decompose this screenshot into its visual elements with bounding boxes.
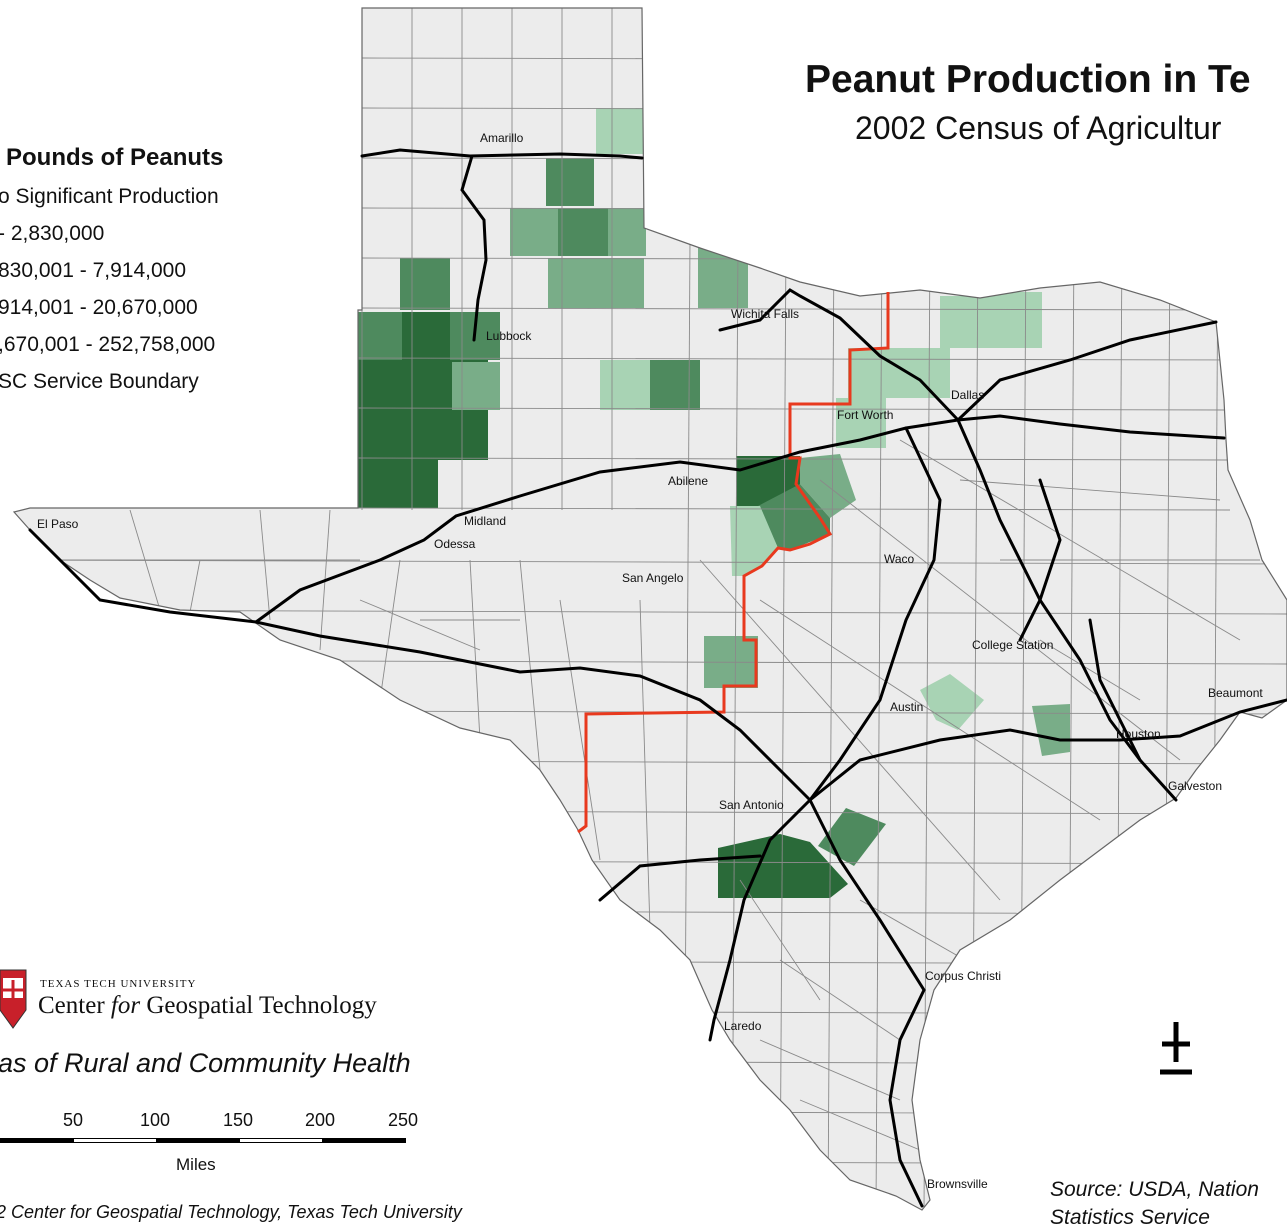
ttu-center-name: Center for Geospatial Technology	[38, 992, 377, 1019]
city-label-lubbock: Lubbock	[486, 329, 532, 343]
legend-item-boundary: SC Service Boundary	[0, 370, 199, 393]
city-label-galveston: Galveston	[1168, 779, 1223, 793]
legend-title: Pounds of Peanuts	[6, 144, 224, 171]
city-label-midland: Midland	[464, 514, 507, 528]
city-label-houston: Houston	[1116, 727, 1161, 741]
county-shaded	[992, 292, 1042, 348]
north-arrow-icon	[1160, 1022, 1192, 1075]
city-label-fort-worth: Fort Worth	[837, 408, 894, 422]
county-shaded	[358, 312, 402, 360]
county-shaded	[546, 158, 594, 206]
legend-item-4: ,670,001 - 252,758,000	[0, 333, 216, 356]
city-label-laredo: Laredo	[724, 1019, 762, 1033]
atlas-title: las of Rural and Community Health	[0, 1048, 411, 1078]
legend-item-2: 830,001 - 7,914,000	[0, 259, 186, 282]
county-shaded	[598, 258, 644, 308]
city-label-san-antonio: San Antonio	[719, 798, 784, 812]
county-shaded	[596, 108, 644, 154]
county-shaded	[920, 674, 984, 730]
county-shaded	[400, 258, 450, 310]
highways	[28, 148, 1287, 1208]
county-shaded	[608, 208, 646, 256]
city-label-el-paso: El Paso	[37, 517, 79, 531]
city-label-amarillo: Amarillo	[480, 131, 524, 145]
county-shaded	[510, 208, 558, 256]
county-shaded	[558, 208, 608, 256]
scale-tick-50: 50	[63, 1110, 84, 1130]
legend-item-1: - 2,830,000	[0, 222, 105, 245]
county-shaded	[698, 244, 748, 308]
map-subtitle: 2002 Census of Agricultur	[855, 110, 1222, 146]
county-shaded	[1032, 704, 1070, 756]
city-label-brownsville: Brownsville	[927, 1177, 988, 1191]
city-label-beaumont: Beaumont	[1208, 686, 1263, 700]
city-label-waco: Waco	[884, 552, 915, 566]
city-label-wichita-falls: Wichita Falls	[731, 307, 800, 321]
county-shaded	[358, 410, 488, 460]
ttu-university-name: TEXAS TECH UNIVERSITY	[40, 978, 197, 990]
county-shaded	[730, 506, 778, 576]
city-label-dallas: Dallas	[951, 388, 985, 402]
city-label-abilene: Abilene	[668, 474, 709, 488]
county-shaded	[758, 484, 830, 550]
city-label-austin: Austin	[890, 700, 924, 714]
scale-tick-100: 100	[140, 1110, 171, 1130]
scale-tick-250: 250	[388, 1110, 419, 1130]
city-label-san-angelo: San Angelo	[622, 571, 684, 585]
scale-unit: Miles	[176, 1155, 216, 1174]
city-label-odessa: Odessa	[434, 537, 476, 551]
scale-tick-200: 200	[305, 1110, 336, 1130]
county-shaded	[358, 458, 438, 508]
map-title: Peanut Production in Te	[805, 58, 1251, 101]
county-shaded	[402, 312, 450, 360]
county-shaded	[600, 360, 650, 410]
service-boundary-line	[577, 292, 890, 834]
city-label-corpus-christi: Corpus Christi	[925, 969, 1002, 983]
scale-tick-150: 150	[223, 1110, 254, 1130]
ttu-seal-logo	[0, 969, 27, 1029]
county-shaded	[548, 258, 598, 308]
legend-item-3: 914,001 - 20,670,000	[0, 296, 198, 319]
county-shaded	[452, 362, 500, 410]
county-shaded	[848, 348, 898, 398]
county-shaded	[940, 296, 992, 348]
scale-bar	[0, 1138, 406, 1143]
legend-item-none: o Significant Production	[0, 185, 219, 208]
county-shaded	[650, 360, 700, 410]
city-label-college-station: College Station	[972, 638, 1054, 652]
credit-text: 2 Center for Geospatial Technology, Texa…	[0, 1202, 462, 1222]
